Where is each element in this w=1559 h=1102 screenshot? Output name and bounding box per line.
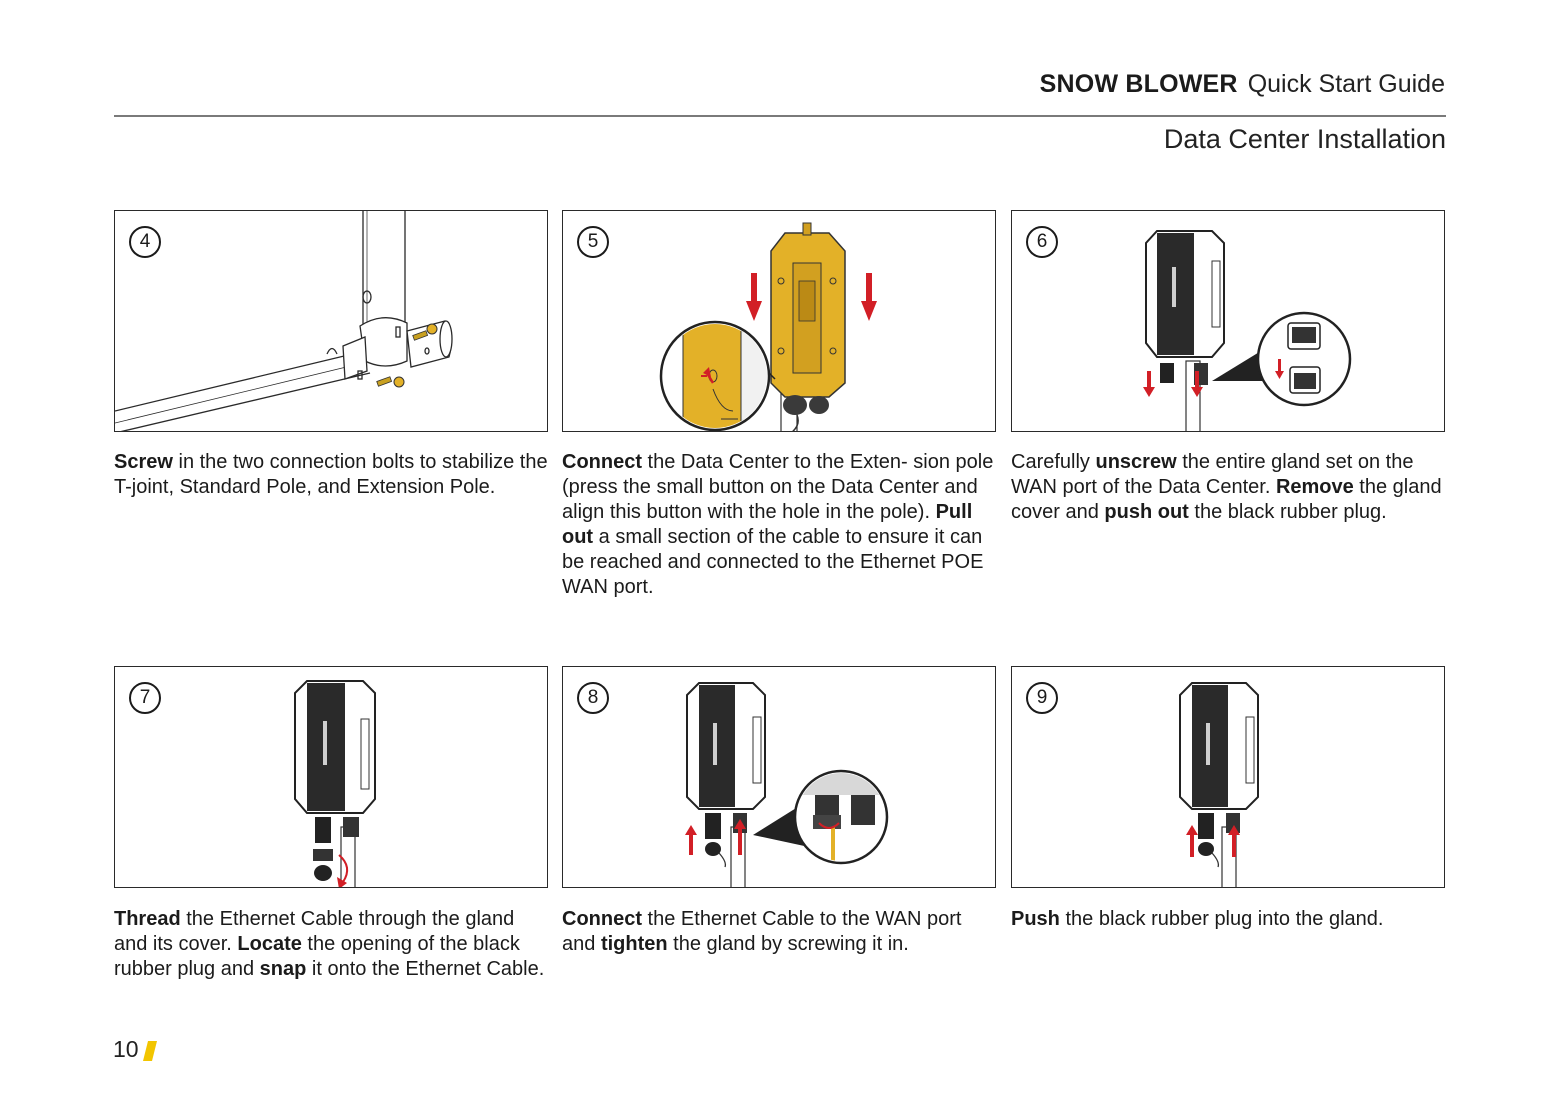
step-5-caption: Connect the Data Center to the Exten- si… [562,450,997,600]
push-plug-illustration [1012,667,1445,888]
t-joint-pole-illustration [115,211,548,432]
step-4-illustration: 4 [114,210,548,432]
tighten-gland-illustration [563,667,996,888]
caption-emphasis: Locate [237,933,301,955]
step-6-illustration: 6 [1011,210,1445,432]
guide-title: Quick Start Guide [1248,70,1445,98]
product-name: SNOW BLOWER [1040,70,1238,98]
caption-emphasis: unscrew [1095,451,1176,473]
thread-cable-illustration [115,667,548,888]
section-title: Data Center Installation [1164,124,1446,155]
zoom-detail-icon [795,771,897,867]
caption-emphasis: snap [260,958,307,980]
step-number-badge: 5 [577,226,609,258]
caption-emphasis: Thread [114,908,181,930]
caption-emphasis: tighten [601,933,668,955]
brand-stripe-icon [143,1041,157,1061]
zoom-detail-icon [1258,313,1350,405]
data-center-device-icon [1146,231,1224,385]
document-header: SNOW BLOWER Quick Start Guide [1040,70,1445,99]
caption-emphasis: Connect [562,451,642,473]
step-6-caption: Carefully unscrew the entire gland set o… [1011,450,1446,525]
caption-text: Carefully [1011,451,1095,473]
caption-emphasis: Screw [114,451,173,473]
step-9-caption: Push the black rubber plug into the glan… [1011,907,1481,932]
gland-removal-illustration [1012,211,1445,432]
step-number-badge: 8 [577,682,609,714]
step-number-badge: 9 [1026,682,1058,714]
data-center-device-icon [687,683,765,867]
caption-text: the gland by screwing it in. [668,933,909,955]
caption-text: the black rubber plug into the gland. [1060,908,1384,930]
caption-text: a small section of the cable to ensure i… [562,526,983,598]
step-8-illustration: 8 [562,666,996,888]
step-number-badge: 7 [129,682,161,714]
page-number: 10 [113,1036,139,1063]
caption-text: in the two connection bolts to stabilize… [114,451,548,498]
step-4-caption: Screw in the two connection bolts to sta… [114,450,549,500]
header-divider [114,115,1446,117]
zoom-detail-icon [661,321,771,432]
data-center-mount-illustration [563,211,996,432]
step-9-illustration: 9 [1011,666,1445,888]
step-8-caption: Connect the Ethernet Cable to the WAN po… [562,907,997,957]
caption-emphasis: Connect [562,908,642,930]
caption-emphasis: Remove [1276,476,1354,498]
step-5-illustration: 5 [562,210,996,432]
caption-emphasis: Push [1011,908,1060,930]
caption-emphasis: push out [1104,501,1188,523]
data-center-device-icon [295,681,375,881]
step-7-caption: Thread the Ethernet Cable through the gl… [114,907,549,982]
step-number-badge: 6 [1026,226,1058,258]
step-7-illustration: 7 [114,666,548,888]
caption-text: the black rubber plug. [1189,501,1387,523]
step-number-badge: 4 [129,226,161,258]
caption-text: it onto the Ethernet Cable. [306,958,544,980]
